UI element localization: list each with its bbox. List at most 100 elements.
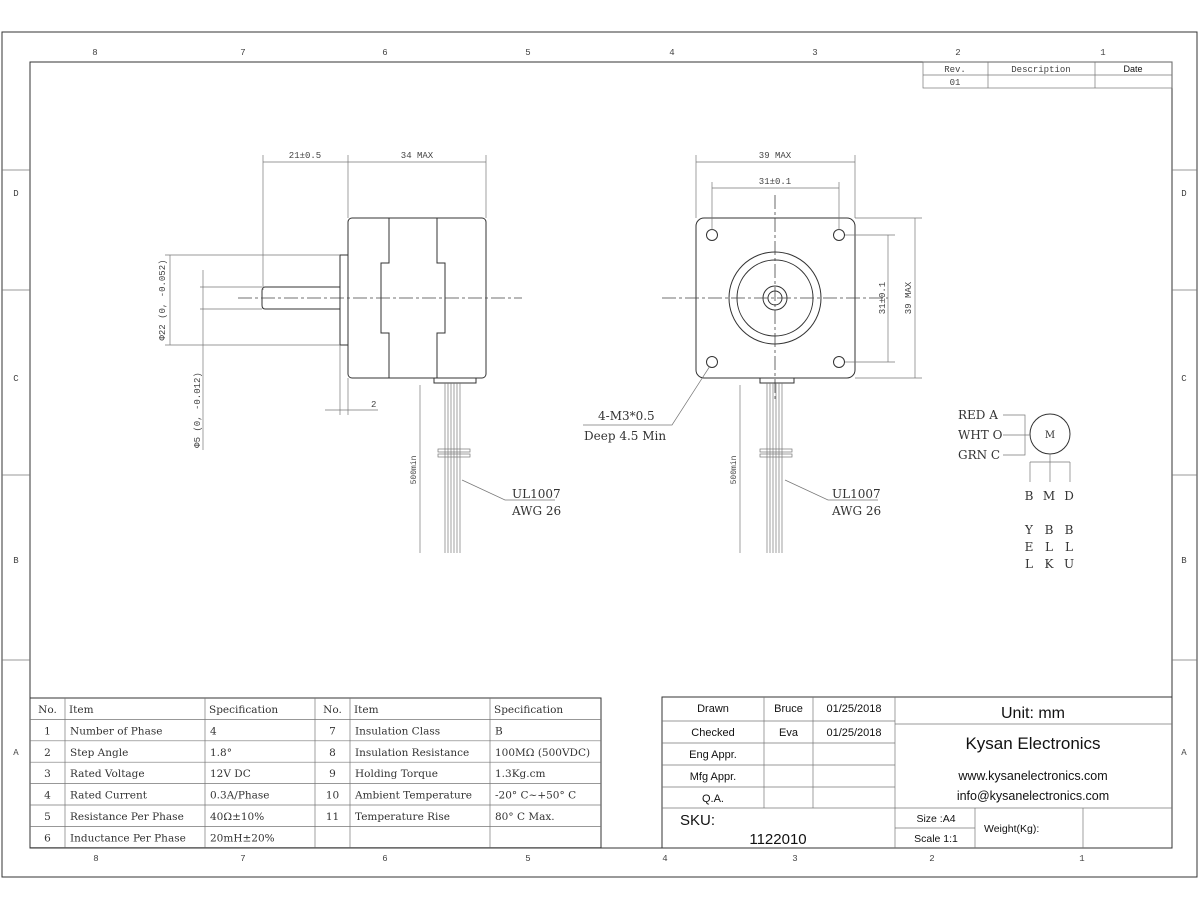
wire-spec-awg: AWG 26: [511, 504, 561, 518]
spec-header: Specification: [494, 704, 563, 716]
zone-row-left: B: [13, 556, 19, 566]
spec-cell: 20mH±20%: [210, 832, 275, 844]
zone-col-top: 5: [525, 48, 530, 58]
rev-header: Rev.: [944, 65, 966, 75]
spec-cell: 40Ω±10%: [210, 811, 264, 823]
spec-cell: Insulation Class: [355, 725, 440, 737]
spec-cell: Number of Phase: [70, 725, 162, 737]
zone-col-bottom: 1: [1079, 854, 1084, 864]
spec-cell: 4: [44, 790, 51, 802]
spec-table-border: [29, 697, 602, 849]
spec-cell: 7: [329, 725, 336, 737]
wire-spec-ul: UL1007: [512, 487, 561, 501]
spec-cell: -20° C~+50° C: [495, 790, 576, 802]
company-email: info@kysanelectronics.com: [957, 789, 1109, 803]
unit-label: Unit: mm: [1001, 705, 1065, 722]
lead-b: B: [1025, 489, 1034, 503]
zone-row-right: D: [1181, 189, 1186, 199]
wire-color-letter: U: [1064, 557, 1074, 571]
approval-cell: Q.A.: [702, 793, 724, 805]
zone-col-bottom: 7: [240, 854, 245, 864]
dim-flange-diameter: Φ22 (0, -0.052): [158, 259, 168, 340]
spec-cell: Holding Torque: [355, 768, 438, 780]
dim-front-height: 39 MAX: [904, 281, 914, 314]
spec-cell: 100MΩ (500VDC): [495, 747, 590, 759]
spec-header: No.: [38, 704, 57, 716]
sku-value: 1122010: [749, 831, 806, 848]
spec-cell: Rated Current: [70, 790, 148, 802]
hole-note-depth: Deep 4.5 Min: [584, 429, 666, 443]
spec-cell: B: [495, 725, 503, 737]
description-header: Description: [1011, 65, 1070, 75]
spec-cell: 4: [210, 725, 217, 737]
spec-header: Specification: [209, 704, 278, 716]
approval-cell: Mfg Appr.: [690, 771, 736, 783]
sku-label: SKU:: [680, 812, 715, 829]
zone-col-bottom: 5: [525, 854, 530, 864]
dim-front-width: 39 MAX: [759, 151, 792, 161]
zone-col-bottom: 3: [792, 854, 797, 864]
spec-cell: 1.3Kg.cm: [495, 768, 545, 780]
zone-col-bottom: 8: [93, 854, 98, 864]
wire-color-letter: B: [1065, 523, 1074, 537]
zone-col-bottom: 4: [662, 854, 667, 864]
dim-shaft-length: 21±0.5: [289, 151, 321, 161]
outer-border: [1, 31, 1198, 878]
zone-row-left: A: [13, 748, 19, 758]
lead-d: D: [1064, 489, 1074, 503]
lead-green: GRN C: [958, 448, 1000, 462]
spec-cell: 80° C Max.: [495, 811, 555, 823]
motor-symbol-label: M: [1045, 430, 1055, 441]
lead-m: M: [1043, 489, 1055, 503]
approval-cell: Eng Appr.: [689, 749, 737, 761]
zone-row-left: D: [13, 189, 18, 199]
approval-cell: Drawn: [697, 703, 729, 715]
zone-row-left: C: [13, 374, 19, 384]
spec-cell: Rated Voltage: [70, 768, 145, 780]
spec-cell: 10: [326, 790, 339, 802]
dim-lead-length-front: 500min: [730, 455, 739, 484]
weight-label: Weight(Kg):: [984, 823, 1039, 835]
company-website: www.kysanelectronics.com: [957, 769, 1107, 783]
spec-header: No.: [323, 704, 342, 716]
approval-cell: Eva: [779, 727, 799, 739]
approval-cell: 01/25/2018: [826, 703, 881, 715]
sheet-size: Size :A4: [916, 813, 955, 825]
zone-row-right: B: [1181, 556, 1187, 566]
spec-cell: Ambient Temperature: [354, 790, 472, 802]
approval-cell: 01/25/2018: [826, 727, 881, 739]
title-block-border: [661, 696, 1173, 849]
spec-cell: 3: [44, 768, 51, 780]
drawing-scale: Scale 1:1: [914, 833, 958, 845]
spec-cell: Temperature Rise: [355, 811, 450, 823]
zone-col-top: 3: [812, 48, 817, 58]
zone-col-top: 4: [669, 48, 674, 58]
wire-color-letter: L: [1065, 540, 1073, 554]
spec-header: Item: [354, 704, 379, 716]
dim-shaft-diameter: Φ5 (0, -0.012): [193, 372, 203, 448]
rev-value: 01: [950, 78, 961, 88]
spec-cell: 8: [329, 747, 336, 759]
front-view: 39 MAX 31±0.1 31±0.1 39 MAX 4-M3*0.5 Dee…: [583, 151, 922, 553]
spec-cell: 0.3A/Phase: [210, 790, 270, 802]
dim-hole-spacing-vertical: 31±0.1: [878, 282, 888, 314]
spec-cell: Step Angle: [70, 747, 128, 759]
lead-white: WHT O: [958, 428, 1003, 442]
wire-color-letter: E: [1025, 540, 1034, 554]
wire-color-letter: K: [1045, 557, 1055, 571]
company-name: Kysan Electronics: [965, 734, 1100, 753]
wire-color-letter: B: [1045, 523, 1054, 537]
spec-cell: 1: [44, 725, 51, 737]
zone-col-bottom: 6: [382, 854, 387, 864]
spec-cell: 11: [326, 811, 339, 823]
zone-row-right: A: [1181, 748, 1187, 758]
zone-col-top: 6: [382, 48, 387, 58]
wire-spec-ul-front: UL1007: [832, 487, 881, 501]
spec-cell: 12V DC: [210, 768, 251, 780]
side-view: 21±0.5 34 MAX Φ22 (0, -0.052) Φ5 (0, -0.…: [158, 151, 561, 553]
spec-cell: Inductance Per Phase: [70, 832, 186, 844]
